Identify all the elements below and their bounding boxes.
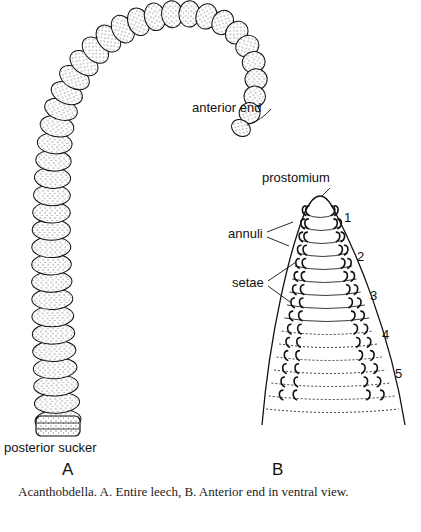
callout-number: 4 <box>382 327 389 342</box>
seta-hook <box>354 285 358 295</box>
seta-hook <box>293 285 297 295</box>
annuli-lines <box>266 214 399 413</box>
seta-hook <box>303 245 307 255</box>
panel-letter: B <box>272 460 283 479</box>
seta-hook <box>304 232 308 242</box>
seta-hook <box>380 390 384 400</box>
seta-hook <box>305 219 309 229</box>
part-label: anterior end <box>192 100 261 115</box>
seta-hook <box>288 324 292 334</box>
seta-hook <box>296 258 300 268</box>
callout-number: 3 <box>370 288 377 303</box>
seta-hook <box>373 364 377 374</box>
seta-hook <box>356 337 360 347</box>
seta-hook <box>361 364 365 374</box>
seta-hook <box>331 206 335 216</box>
annulus-line <box>277 357 382 361</box>
seta-hook <box>377 377 381 387</box>
annulus-line <box>290 292 361 296</box>
annulus-line <box>274 370 386 374</box>
seta-hook <box>366 390 370 400</box>
seta-hook <box>284 351 288 361</box>
seta-hook <box>306 206 310 216</box>
annulus-line <box>269 396 395 400</box>
seta-hook <box>296 351 300 361</box>
seta-hook <box>299 232 303 242</box>
annulus-line <box>266 409 399 413</box>
callout-number: 1 <box>344 210 351 225</box>
anterior-outline <box>262 196 405 425</box>
seta-hook <box>338 245 342 255</box>
seta-hook <box>348 298 352 308</box>
posterior-sucker-shape <box>36 416 80 436</box>
seta-hook <box>336 232 340 242</box>
seta-hook <box>289 311 293 321</box>
seta-hook <box>351 272 355 282</box>
seta-hook <box>291 298 295 308</box>
body-segment <box>228 116 253 140</box>
seta-hook <box>351 311 355 321</box>
part-label: setae <box>232 275 264 290</box>
seta-hook <box>370 351 374 361</box>
part-label: prostomium <box>262 170 330 185</box>
annulus-line <box>305 214 335 218</box>
body-segments <box>31 0 267 432</box>
seta-hook <box>347 258 351 268</box>
seta-hook <box>297 337 301 347</box>
seta-hook <box>344 245 348 255</box>
seta-hook <box>299 311 303 321</box>
seta-hook <box>364 377 368 387</box>
seta-hook <box>298 324 302 334</box>
callout-number: 5 <box>395 366 402 381</box>
seta-hook <box>367 337 371 347</box>
seta-hook <box>298 245 302 255</box>
seta-hook <box>295 364 299 374</box>
seta-hook <box>283 364 287 374</box>
seta-hook <box>357 298 361 308</box>
body-axis <box>51 14 256 420</box>
annulus-line <box>282 331 374 335</box>
annulus-line <box>279 344 377 348</box>
panel-letter: A <box>62 460 73 479</box>
seta-hook <box>360 311 364 321</box>
seta-hook <box>300 298 304 308</box>
seta-hook <box>300 285 304 295</box>
leader-lines <box>247 109 330 302</box>
figure-caption: Acanthobdella. A. Entire leech, B. Anter… <box>18 482 408 501</box>
part-label: annuli <box>228 226 263 241</box>
seta-hook <box>294 377 298 387</box>
setae-hooks <box>279 206 384 400</box>
seta-hook <box>364 324 368 334</box>
seta-hook <box>302 258 306 268</box>
seta-hook <box>346 285 350 295</box>
annulus-line <box>287 305 365 309</box>
seta-hook <box>279 390 283 400</box>
callout-number: 2 <box>357 249 364 264</box>
annulus-line <box>271 383 390 387</box>
seta-hook <box>341 232 345 242</box>
seta-hook <box>343 272 347 282</box>
seta-hook <box>354 324 358 334</box>
annulus-line <box>284 318 369 322</box>
seta-hook <box>333 219 337 229</box>
seta-hook <box>359 351 363 361</box>
seta-hook <box>293 390 297 400</box>
seta-hook <box>294 272 298 282</box>
seta-hook <box>286 337 290 347</box>
seta-hook <box>281 377 285 387</box>
seta-hook <box>341 258 345 268</box>
part-label: posterior sucker <box>4 440 96 455</box>
seta-hook <box>301 272 305 282</box>
